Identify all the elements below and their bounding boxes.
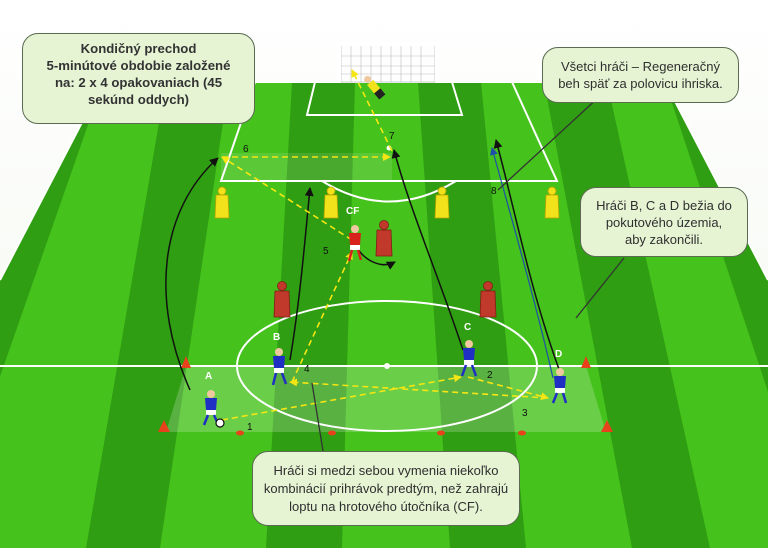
cone (601, 420, 613, 432)
player-label-cf: CF (346, 206, 359, 217)
step-number: 1 (247, 422, 253, 433)
drill-zone (166, 366, 606, 432)
callout-line: sekúnd oddych) (87, 92, 190, 107)
step-numbers: 1 2 3 4 5 6 7 8 (243, 131, 528, 433)
player-labels: A B C D CF (205, 206, 562, 382)
callout-line: aby zakončili. (624, 232, 704, 247)
run-arrow (493, 139, 561, 373)
pass-arrow (289, 378, 549, 399)
finishing-zone (221, 153, 392, 181)
cone (518, 430, 526, 436)
step-number: 8 (491, 186, 497, 197)
player-b (271, 348, 288, 386)
player-d (551, 368, 568, 404)
center-circle (236, 300, 538, 432)
goal (337, 42, 439, 83)
callout-line: kombinácií prihrávok predtým, než zahraj… (263, 481, 509, 496)
player-a (202, 390, 225, 428)
callout-line: 5-minútové obdobie založené (46, 58, 231, 73)
callout-recovery-run: Všetci hráči – Regeneračný beh späť za p… (542, 47, 739, 103)
mannequin (214, 186, 230, 219)
callout-pointers (311, 95, 625, 452)
callout-line: Všetci hráči – Regeneračný (561, 59, 720, 74)
mannequin (479, 281, 497, 318)
player-label-a: A (205, 371, 212, 382)
pass-arrow (467, 376, 549, 401)
step-number: 3 (522, 408, 528, 419)
player-label-d: D (555, 349, 562, 360)
player-label-c: C (464, 322, 471, 333)
step-number: 2 (487, 370, 493, 381)
callout-line: na: 2 x 4 opakovaniach (45 (54, 75, 223, 90)
callout-passing-combination: Hráči si medzi sebou vymenia niekoľko ko… (252, 451, 520, 526)
run-arrow (289, 187, 314, 361)
cone (328, 430, 336, 436)
pass-arrow (221, 374, 462, 421)
mannequins-yellow (214, 186, 560, 219)
cone (437, 430, 445, 436)
callout-finishing-run: Hráči B, C a D bežia do pokutového územi… (580, 187, 748, 257)
callout-line: Kondičný prechod (80, 41, 197, 56)
step-number: 6 (243, 144, 249, 155)
run-arrow (391, 149, 464, 351)
run-arrow-blue (490, 147, 554, 379)
cone (181, 356, 191, 368)
cone (158, 420, 170, 432)
callout-line: pokutového územia, (605, 215, 723, 230)
callout-line: beh späť za polovicu ihriska. (558, 76, 723, 91)
run-arrow (165, 157, 219, 391)
cone (236, 430, 244, 436)
callout-line: Hráči B, C a D bežia do (596, 198, 732, 213)
player-cf (347, 225, 363, 262)
pass-arrow (351, 69, 393, 152)
center-spot (384, 363, 390, 369)
cone (581, 356, 591, 368)
mannequin (323, 186, 339, 219)
mannequin (375, 220, 393, 257)
goalkeeper-figure (364, 75, 386, 100)
mannequins-red (273, 220, 497, 318)
callout-line: loptu na hrotového útočníka (CF). (289, 499, 483, 514)
pass-arrows (221, 69, 549, 421)
step-number: 7 (389, 131, 395, 142)
player-label-b: B (273, 332, 280, 343)
mannequin (273, 281, 291, 318)
step-number: 5 (323, 246, 329, 257)
callout-conditioning-info: Kondičný prechod 5-minútové obdobie zalo… (22, 33, 255, 124)
player-c (460, 340, 478, 377)
run-arrows (165, 139, 561, 391)
step-number: 4 (304, 364, 310, 375)
cones (158, 356, 613, 436)
pass-arrow (221, 156, 353, 241)
pass-arrow (291, 251, 353, 383)
mannequin (544, 186, 560, 219)
mannequin (434, 186, 450, 219)
callout-line: Hráči si medzi sebou vymenia niekoľko (273, 463, 499, 478)
